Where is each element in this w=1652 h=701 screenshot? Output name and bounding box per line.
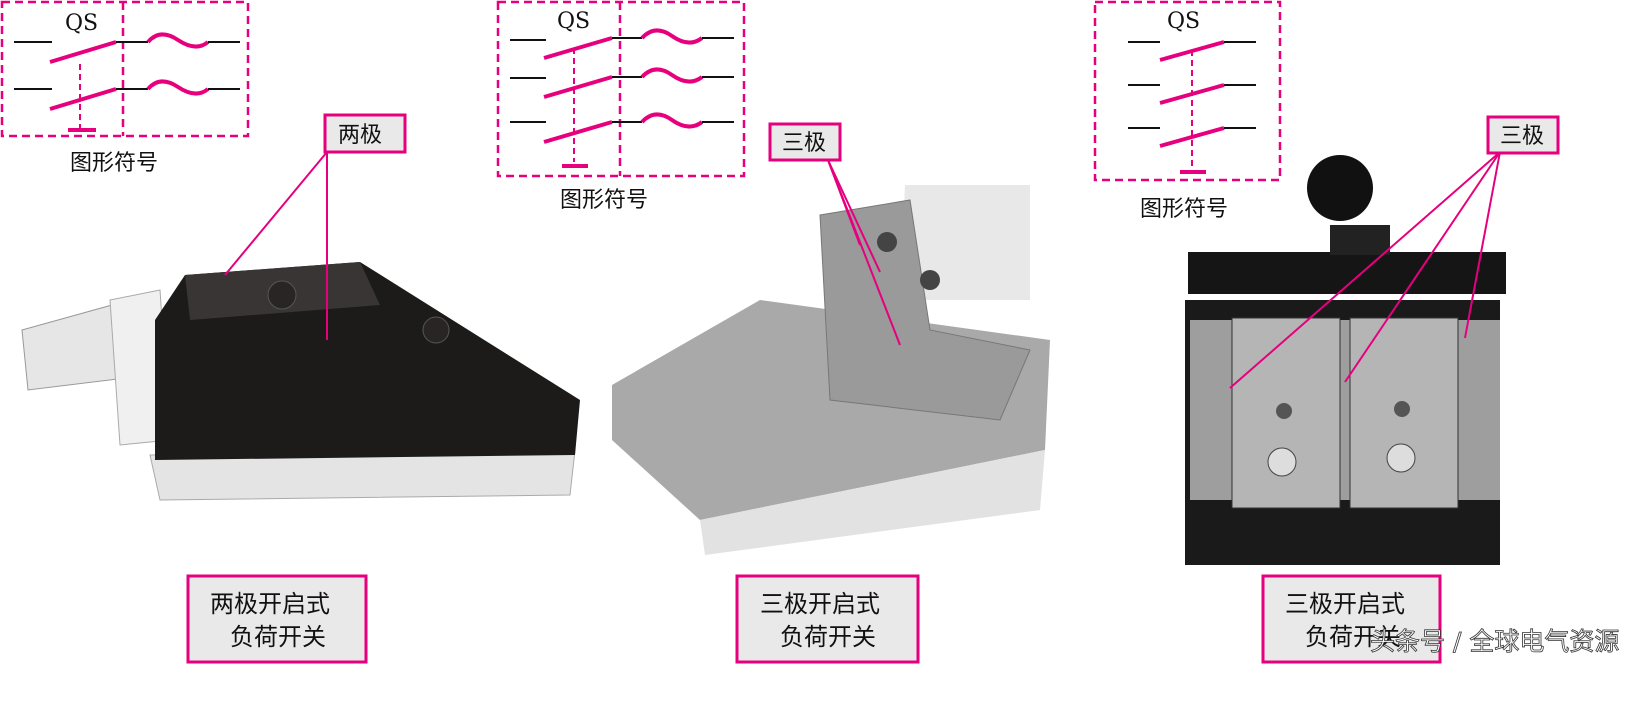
symbol-two-pole: QS 图形符号 bbox=[0, 0, 250, 176]
caption-line-1: 三极开启式 bbox=[1285, 590, 1405, 618]
photo-three-pole-switch-gray bbox=[612, 185, 1050, 555]
pole-label: 三极 bbox=[1500, 124, 1544, 149]
symbol-three-pole-fused: QS 图形符号 bbox=[496, 0, 746, 213]
symbol-caption: 图形符号 bbox=[560, 188, 648, 213]
photo-two-pole-switch bbox=[21, 262, 580, 501]
caption-line-2: 负荷开关 bbox=[1305, 623, 1401, 651]
caption-line-2: 负荷开关 bbox=[230, 623, 326, 651]
symbol-label: QS bbox=[65, 11, 98, 36]
caption-line-2: 负荷开关 bbox=[780, 623, 876, 651]
caption-three-pole-1: 三极开启式 负荷开关 bbox=[735, 574, 920, 664]
caption-line-1: 三极开启式 bbox=[760, 590, 880, 618]
caption-two-pole: 两极开启式 负荷开关 bbox=[186, 574, 368, 664]
symbol-caption: 图形符号 bbox=[1140, 197, 1228, 222]
caption-three-pole-2: 三极开启式 负荷开关 bbox=[1261, 574, 1442, 664]
pole-label: 两极 bbox=[338, 123, 382, 148]
watermark: 头条号 / 全球电气资源 bbox=[1370, 627, 1619, 656]
symbol-label: QS bbox=[557, 9, 590, 34]
symbol-caption: 图形符号 bbox=[70, 151, 158, 176]
symbol-label: QS bbox=[1167, 9, 1200, 34]
poles bbox=[510, 28, 734, 144]
photo-three-pole-switch-handle bbox=[1185, 155, 1506, 565]
pole-1 bbox=[14, 32, 240, 64]
pole-label: 三极 bbox=[782, 131, 826, 156]
callout-three-pole-2: 三极 bbox=[1229, 115, 1560, 389]
callout-three-pole-1: 三极 bbox=[768, 122, 901, 346]
symbol-three-pole: QS 图形符号 bbox=[1093, 0, 1282, 222]
caption-line-1: 两极开启式 bbox=[210, 590, 330, 618]
pole-2 bbox=[14, 79, 240, 111]
callout-two-pole: 两极 bbox=[224, 113, 407, 340]
